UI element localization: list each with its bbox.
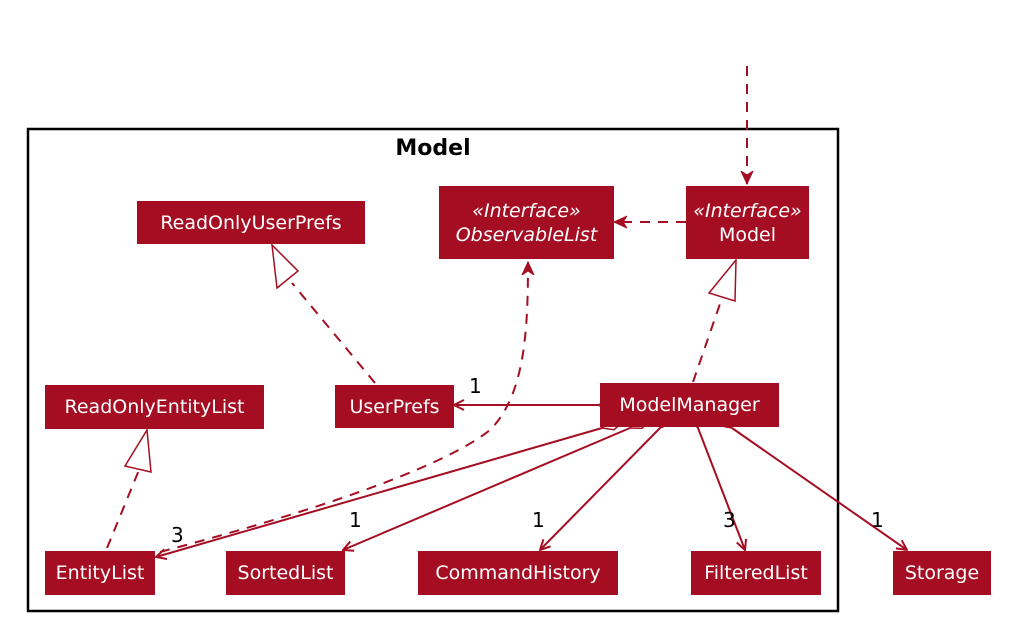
class-name: ReadOnlyUserPrefs: [160, 211, 342, 234]
interface-name: Model: [718, 223, 777, 246]
class-filteredlist[interactable]: FilteredList: [691, 551, 821, 595]
multiplicity-filteredlist: 3: [723, 508, 736, 532]
modelmanager-realization-line: [692, 297, 723, 383]
aggregation-commandhistory: [540, 428, 660, 550]
class-name: SortedList: [237, 562, 334, 584]
class-readonlyentitylist[interactable]: ReadOnlyEntityList: [45, 385, 264, 429]
class-name: UserPrefs: [349, 395, 440, 418]
multiplicity-storage: 1: [871, 508, 884, 532]
class-sortedlist[interactable]: SortedList: [226, 551, 345, 595]
aggregation-storage: [732, 428, 907, 550]
class-name: ModelManager: [619, 394, 760, 416]
modelmanager-realization-head: [707, 257, 737, 303]
class-name: EntityList: [55, 562, 145, 584]
package-title: Model: [395, 136, 471, 161]
class-name: CommandHistory: [435, 562, 601, 584]
aggregation-sortedlist: [343, 428, 630, 550]
class-name: Storage: [904, 562, 980, 584]
class-name: FilteredList: [704, 562, 808, 584]
entitylist-realization-line: [106, 469, 140, 549]
class-readonlyuserprefs[interactable]: ReadOnlyUserPrefs: [137, 201, 365, 244]
class-storage[interactable]: Storage: [893, 551, 991, 595]
multiplicity-sortedlist: 1: [349, 508, 362, 532]
class-modelmanager[interactable]: ModelManager: [600, 383, 779, 427]
interface-name: ObservableList: [455, 223, 598, 246]
aggregation-filteredlist: [698, 428, 745, 550]
userprefs-realization-head: [271, 242, 300, 290]
class-entitylist[interactable]: EntityList: [45, 551, 155, 595]
multiplicity-userprefs: 1: [469, 374, 482, 398]
class-name: ReadOnlyEntityList: [64, 396, 245, 418]
multiplicity-entitylist: 3: [171, 523, 184, 547]
package-frame: [26, 127, 840, 613]
stereotype-label: «Interface»: [693, 199, 802, 222]
entitylist-realization-head: [123, 427, 152, 473]
class-userprefs[interactable]: UserPrefs: [335, 385, 454, 428]
userprefs-realization-line: [291, 282, 376, 384]
stereotype-label: «Interface»: [472, 199, 581, 222]
interface-observablelist[interactable]: «Interface» ObservableList: [439, 186, 614, 259]
class-commandhistory[interactable]: CommandHistory: [418, 551, 618, 595]
interface-model[interactable]: «Interface» Model: [686, 186, 809, 259]
aggregation-entitylist: [156, 428, 602, 557]
multiplicity-commandhistory: 1: [532, 508, 545, 532]
